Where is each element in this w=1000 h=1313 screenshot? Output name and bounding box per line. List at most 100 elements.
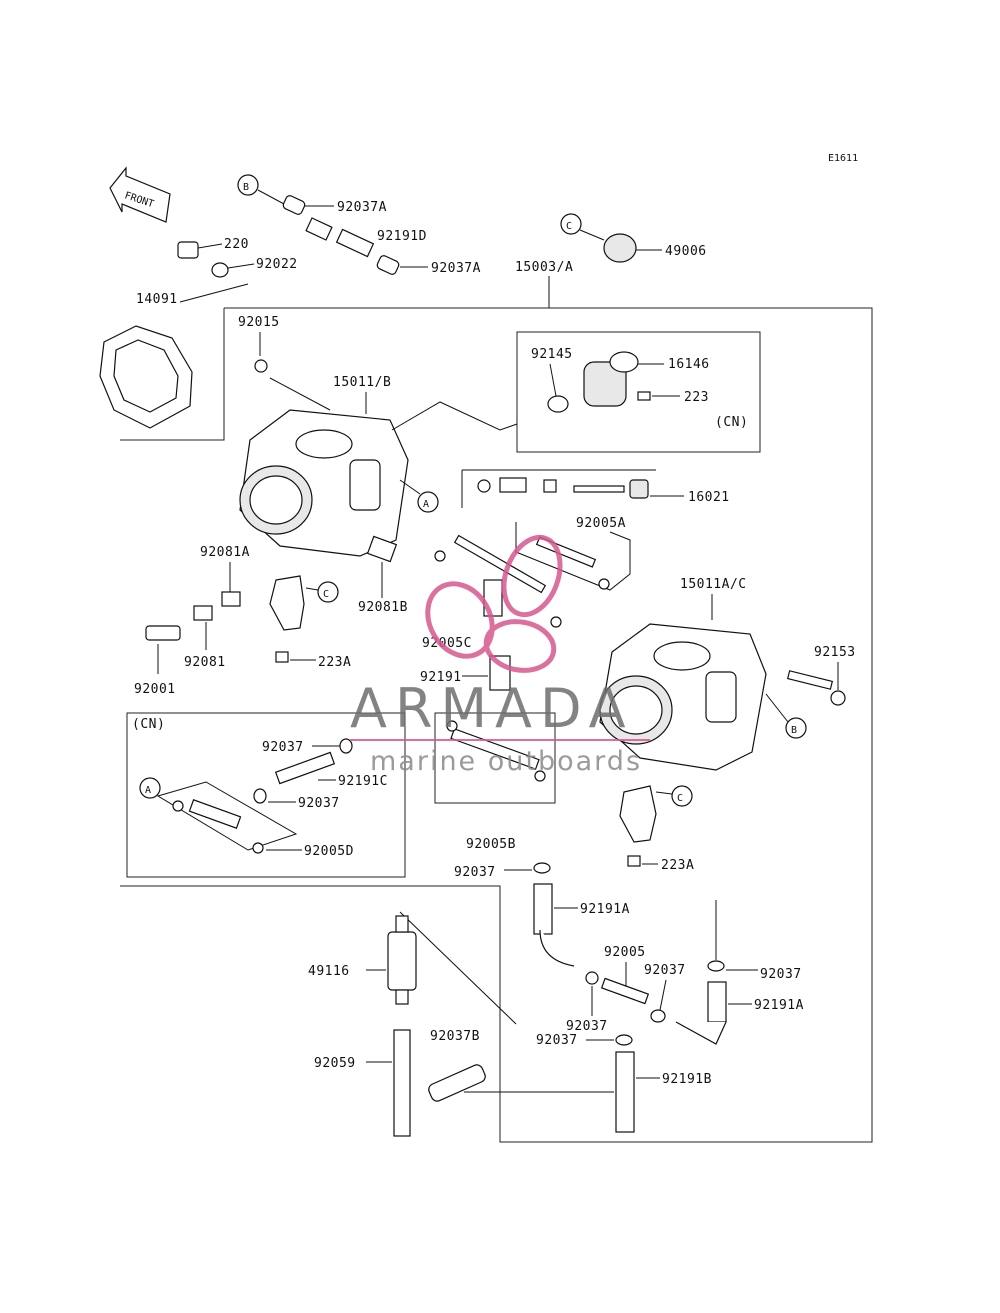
label-92081: 92081: [184, 655, 226, 670]
label-92037-inset-top: 92037: [262, 740, 304, 755]
clamp-icon: [282, 195, 306, 215]
o-ring-icon: [534, 770, 546, 782]
label-14091: 14091: [136, 292, 178, 307]
clip-icon: [707, 960, 725, 972]
label-92191a-right: 92191A: [754, 998, 804, 1013]
fitting-inset-box: [434, 712, 556, 804]
hose-icon: [615, 1051, 635, 1133]
label-92022: 92022: [256, 257, 298, 272]
front-arrow-icon: FRONT: [109, 166, 171, 223]
label-16021: 16021: [688, 490, 730, 505]
label-220: 220: [224, 237, 249, 252]
label-92153: 92153: [814, 645, 856, 660]
hose-segment-icon: [335, 228, 375, 258]
clip-icon: [615, 1034, 633, 1046]
hose-segment-icon: [305, 217, 333, 241]
callout-b-right: [785, 717, 807, 739]
cn-lower-inset-box: [126, 712, 406, 878]
fuel-filter-icon: [387, 931, 417, 991]
spring-icon: [221, 591, 241, 607]
diaphragm-icon: [609, 351, 639, 373]
t-fitting-pipe-icon: [450, 728, 540, 770]
label-92005d: 92005D: [304, 844, 354, 859]
propeller-logo-icon: [425, 534, 563, 673]
callout-c-right: [671, 785, 693, 807]
clip-icon: [253, 788, 267, 804]
label-92037-lower-1: 92037: [454, 865, 496, 880]
filter-inlet-neck: [395, 915, 409, 933]
clip-band-icon: [428, 1064, 486, 1102]
carburetor-right-icon: [599, 623, 767, 771]
inset-fitting-outline: [156, 781, 298, 851]
clip-icon: [533, 862, 551, 874]
bracket-icon: [269, 575, 305, 631]
washer-icon: [477, 479, 491, 493]
label-223-top: 223: [684, 390, 709, 405]
screw-icon: [627, 855, 641, 867]
spring-icon: [366, 535, 398, 563]
label-15003a: 15003/A: [515, 260, 573, 275]
label-92005a: 92005A: [576, 516, 626, 531]
label-223a-right: 223A: [661, 858, 694, 873]
clamp-icon: [376, 255, 400, 275]
fitting-pipe-icon: [535, 536, 597, 568]
callout-b-top: [237, 174, 259, 196]
propeller-blade-3: [483, 619, 557, 673]
label-92191-center: 92191: [420, 670, 462, 685]
label-92005: 92005: [604, 945, 646, 960]
label-49116: 49116: [308, 964, 350, 979]
main-assembly-frame: [120, 307, 873, 1143]
callout-a-inset-label: A: [145, 785, 151, 796]
filter-outlet-neck: [395, 989, 409, 1005]
hose-bend-icon: [675, 1021, 727, 1045]
label-16146: 16146: [668, 357, 710, 372]
callout-c-left-label: C: [323, 589, 329, 600]
t-fitting-icon: [188, 799, 242, 829]
o-ring-icon: [172, 800, 184, 812]
label-cn-lower: (CN): [132, 717, 165, 732]
clip-icon: [585, 971, 599, 985]
label-92191c: 92191C: [338, 774, 388, 789]
label-49006: 49006: [665, 244, 707, 259]
label-92005b: 92005B: [466, 837, 516, 852]
propeller-blade-1: [425, 581, 495, 659]
label-92145: 92145: [531, 347, 573, 362]
cap-icon: [603, 233, 637, 263]
callout-b-right-label: B: [791, 725, 797, 736]
diagram-code: E1611: [828, 153, 858, 164]
label-cn-upper: (CN): [715, 415, 748, 430]
fuel-pipe-icon: [453, 534, 547, 594]
screw-icon: [177, 241, 199, 259]
spring-seal-icon: [547, 395, 569, 413]
nut-icon: [254, 359, 268, 373]
hose-icon: [533, 883, 553, 935]
o-ring-icon: [598, 578, 610, 590]
bolt-head-icon: [830, 690, 846, 706]
spring-icon: [499, 477, 527, 493]
cover-icon: [583, 361, 627, 407]
o-ring-icon: [434, 550, 446, 562]
clip-icon: [650, 1009, 666, 1023]
label-92001: 92001: [134, 682, 176, 697]
pilot-screw-icon: [573, 485, 625, 493]
hose-icon: [274, 751, 336, 785]
callout-c-top-label: C: [566, 221, 572, 232]
gasket-inner-outline: [113, 339, 179, 413]
label-92191d: 92191D: [377, 229, 427, 244]
label-92037-lower-5: 92037: [536, 1033, 578, 1048]
screw-icon: [275, 651, 289, 663]
label-92059: 92059: [314, 1056, 356, 1071]
label-92037-lower-3: 92037: [644, 963, 686, 978]
callout-c-right-label: C: [677, 793, 683, 804]
label-92037-lower-4: 92037: [760, 967, 802, 982]
hose-icon: [707, 981, 727, 1023]
t-fitting-icon: [600, 977, 650, 1005]
frame-left-spur: [120, 308, 225, 441]
o-ring-icon: [252, 842, 264, 854]
bolt-icon: [786, 670, 834, 690]
watermark-title: ARMADA: [350, 677, 634, 740]
callout-a-mid: [417, 491, 439, 513]
carburetor-left-icon: [239, 409, 409, 557]
label-92037a-top: 92037A: [337, 200, 387, 215]
cn-inset-box: [516, 331, 761, 453]
